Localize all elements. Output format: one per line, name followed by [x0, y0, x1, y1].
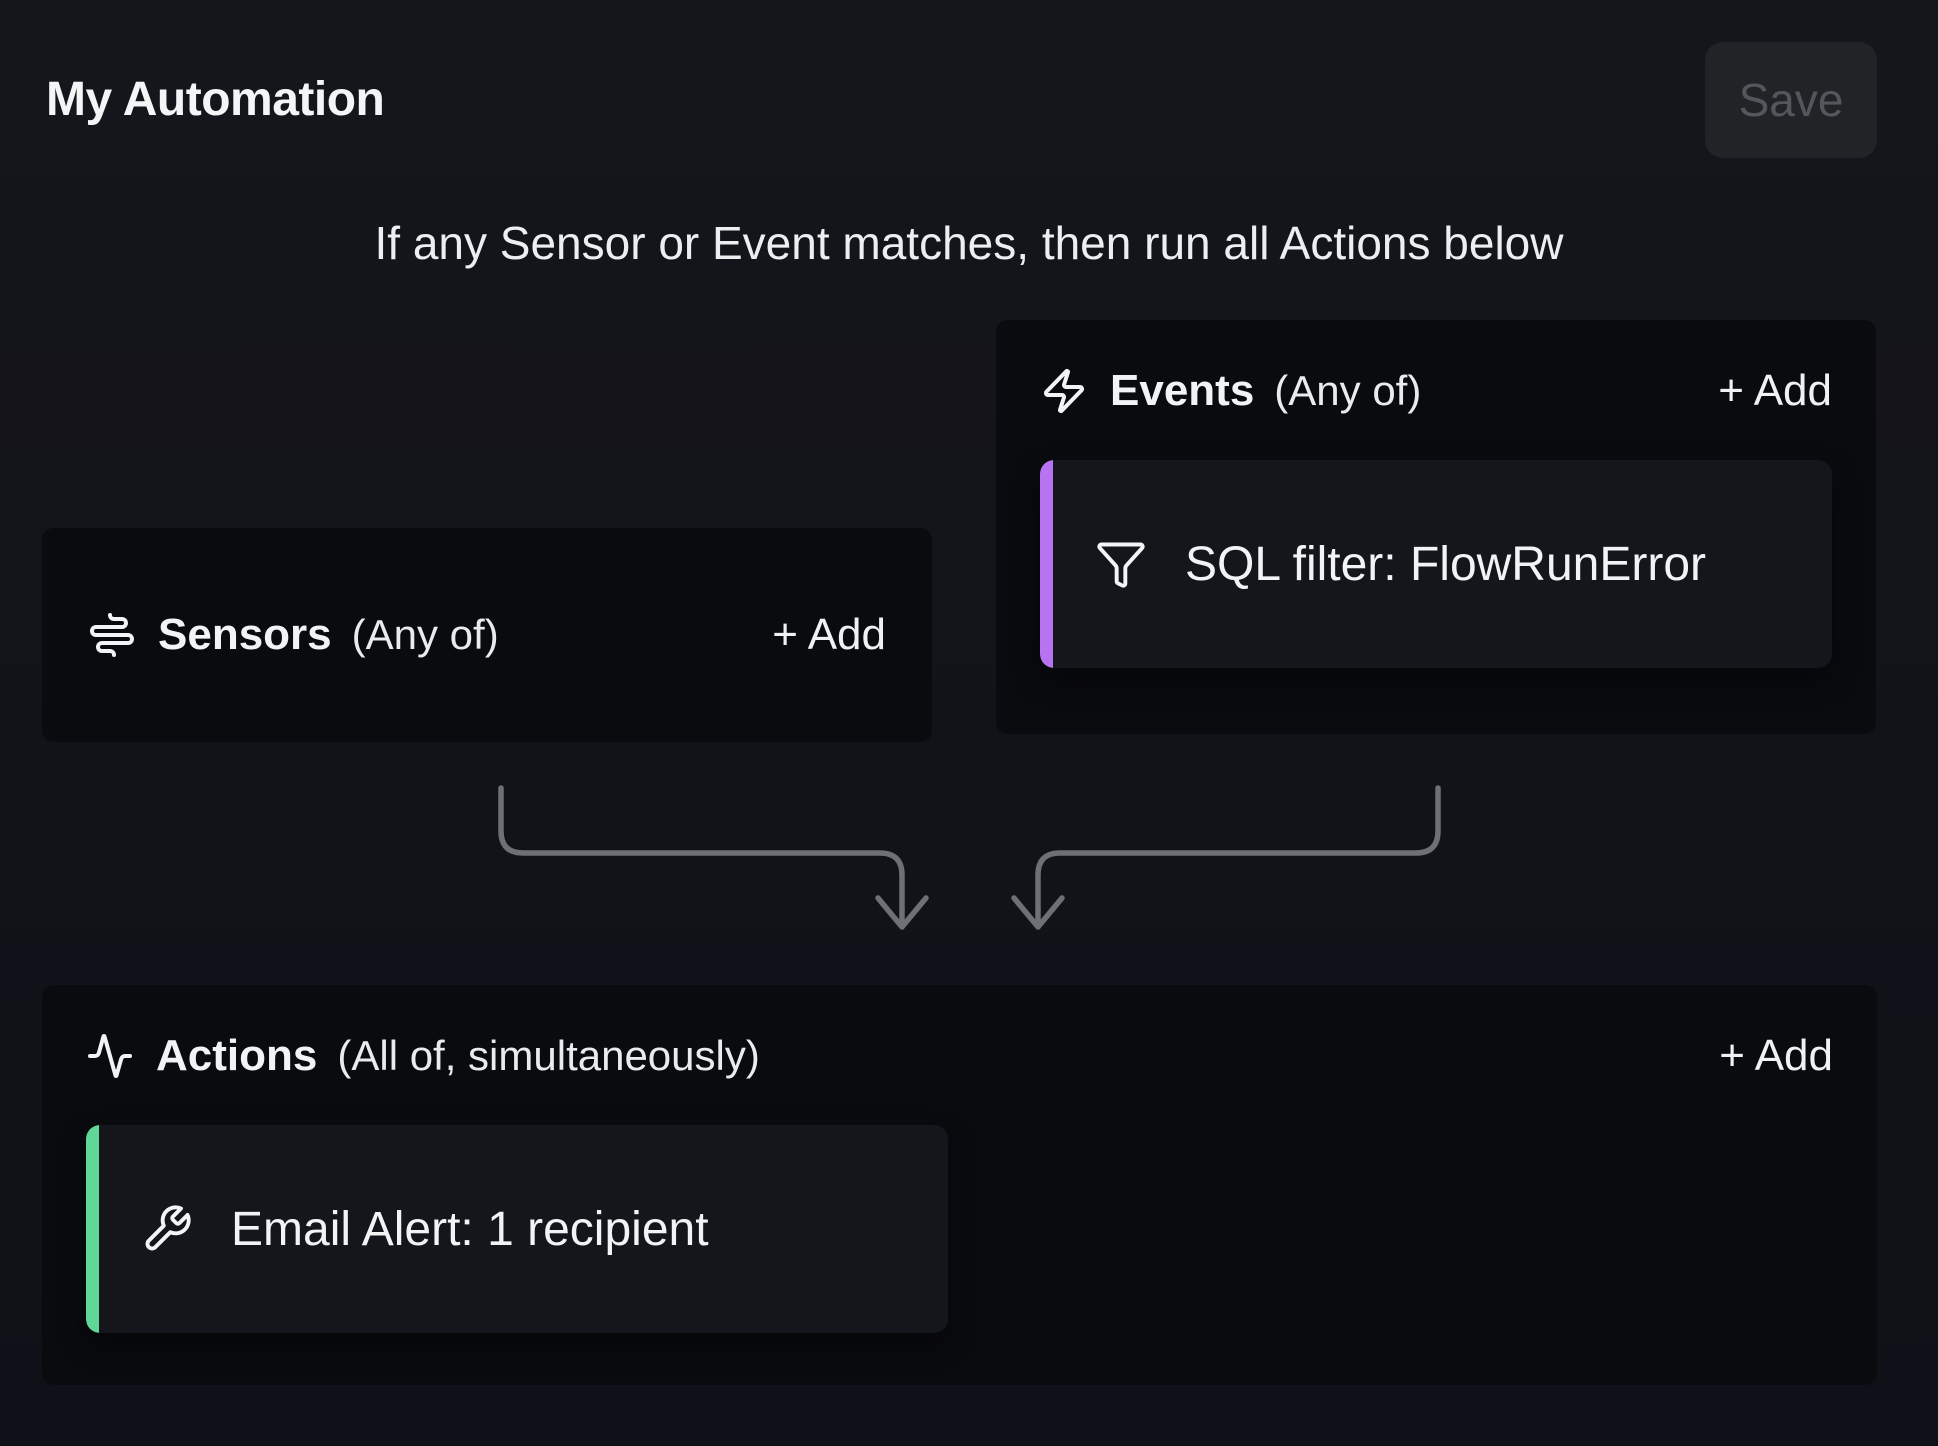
actions-panel-header: Actions (All of, simultaneously) + Add	[86, 1031, 1833, 1081]
wrench-icon	[141, 1203, 193, 1255]
funnel-icon	[1095, 538, 1147, 590]
event-item-sql-filter[interactable]: SQL filter: FlowRunError	[1040, 460, 1832, 668]
audio-waveform-icon	[88, 611, 136, 659]
event-item-label: SQL filter: FlowRunError	[1185, 537, 1707, 591]
sensors-panel-header: Sensors (Any of) + Add	[88, 610, 886, 660]
action-item-label: Email Alert: 1 recipient	[231, 1202, 709, 1256]
add-sensor-button[interactable]: + Add	[772, 610, 886, 659]
action-item-accent-bar	[86, 1125, 99, 1333]
events-panel-title: Events	[1110, 366, 1255, 415]
zap-icon	[1040, 367, 1088, 415]
add-action-button[interactable]: + Add	[1719, 1031, 1833, 1080]
events-panel: Events (Any of) + Add SQL filter: FlowRu…	[996, 320, 1876, 734]
sensors-panel: Sensors (Any of) + Add	[42, 528, 932, 742]
automation-rule-description: If any Sensor or Event matches, then run…	[374, 217, 1564, 269]
actions-panel-qualifier: (All of, simultaneously)	[337, 1032, 760, 1079]
sensors-to-actions-arrow	[498, 785, 929, 930]
actions-panel-title: Actions	[156, 1031, 318, 1080]
save-button[interactable]: Save	[1705, 42, 1877, 158]
page-title: My Automation	[46, 73, 385, 126]
event-item-accent-bar	[1040, 460, 1053, 668]
activity-icon	[86, 1032, 134, 1080]
events-panel-header: Events (Any of) + Add	[1040, 366, 1832, 416]
actions-panel: Actions (All of, simultaneously) + Add E…	[42, 985, 1877, 1385]
sensors-panel-qualifier: (Any of)	[351, 611, 499, 658]
action-item-email-alert[interactable]: Email Alert: 1 recipient	[86, 1125, 948, 1333]
events-to-actions-arrow	[1011, 785, 1441, 930]
events-panel-qualifier: (Any of)	[1274, 367, 1422, 414]
add-event-button[interactable]: + Add	[1718, 366, 1832, 415]
sensors-panel-title: Sensors	[158, 610, 332, 659]
